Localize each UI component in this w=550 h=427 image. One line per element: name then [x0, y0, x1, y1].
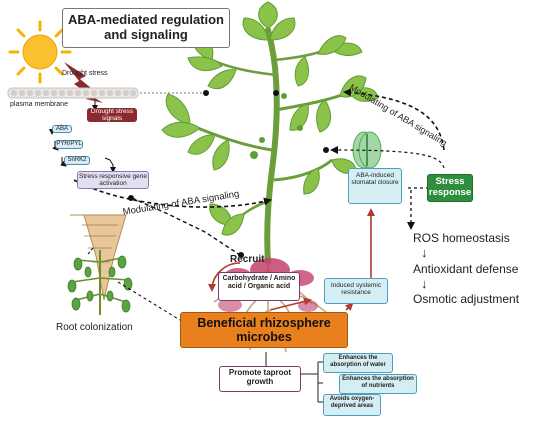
ros-homeostasis-label: ROS homeostasis: [413, 231, 510, 245]
snrk2-box: SnRK2: [64, 156, 90, 165]
diagram-title: ABA-mediated regulation and signaling: [62, 8, 230, 48]
recruit-label: Recruit: [230, 254, 265, 265]
absorb-water-box: Enhances the absorption of water: [323, 353, 393, 373]
absorb-nutrients-box: Enhances the absorption of nutrients: [339, 374, 417, 394]
induced-resistance-box: Induced systemic resistance: [324, 278, 388, 304]
stress-response-box: Stress response: [427, 174, 473, 202]
drought-stress-label: Drought stress: [62, 70, 108, 77]
osmotic-adjustment-label: Osmotic adjustment: [413, 292, 520, 306]
drought-signals-box: Drought stress signals: [87, 108, 137, 122]
antioxidant-defense-label: Antioxidant defense: [413, 262, 519, 276]
taproot-icon: [70, 214, 127, 301]
root-colonization-label: Root colonization: [56, 322, 133, 333]
carbohydrate-box: Carbohydrate / Amino acid / Organic acid: [218, 272, 300, 301]
pyr-pyl-box: PYR/PYL: [55, 140, 83, 149]
microbes-box: Beneficial rhizosphere microbes: [180, 312, 348, 348]
membrane-icon: [7, 87, 139, 99]
sun-icon: [8, 20, 72, 84]
avoids-oxygen-box: Avoids oxygen-deprived areas: [323, 394, 381, 416]
down-arrow-2: ↓: [421, 276, 428, 291]
down-arrow-1: ↓: [421, 245, 428, 260]
plasma-membrane-label: plasma membrane: [10, 101, 68, 108]
stomatal-closure-box: ABA-induced stomatal closure: [348, 168, 402, 204]
stress-gene-activation-box: Stress responsive gene activation: [77, 171, 149, 189]
taproot-growth-box: Promote taproot growth: [219, 366, 301, 392]
root-microbe-icon: [67, 250, 133, 315]
aba-box: ABA: [52, 125, 72, 133]
